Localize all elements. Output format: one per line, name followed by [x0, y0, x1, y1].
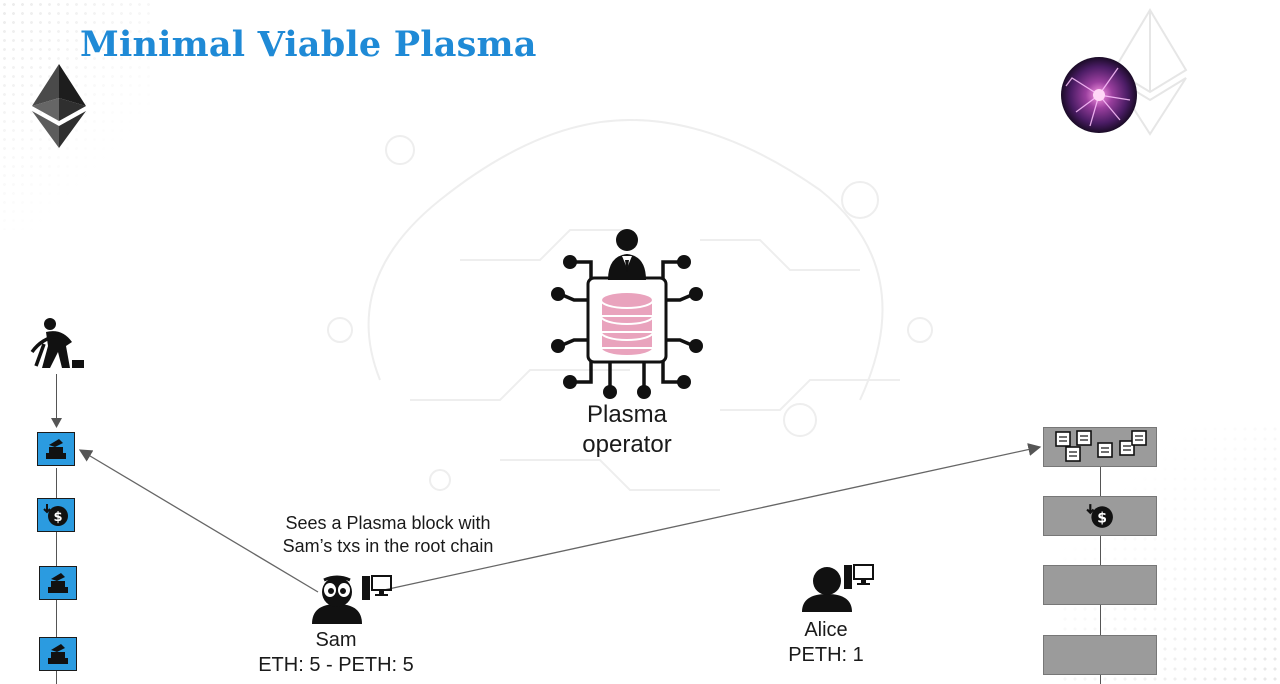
- sam-label: Sam ETH: 5 - PETH: 5: [236, 628, 436, 678]
- annotation-text: Sees a Plasma block with Sam’s txs in th…: [238, 512, 538, 557]
- ethereum-logo-icon: [32, 64, 86, 148]
- plasma-block-1[interactable]: [1043, 427, 1157, 467]
- decorative-dots-top-left: [0, 0, 150, 230]
- operator-label-line1: Plasma: [586, 401, 668, 428]
- root-block-2[interactable]: $: [37, 498, 75, 532]
- miner-icon: [30, 318, 84, 368]
- alice-name: Alice: [804, 619, 848, 641]
- transactions-stack-icon: [1055, 430, 1147, 462]
- annotation-line2: Sam’s txs in the root chain: [282, 535, 494, 556]
- root-block-1[interactable]: [37, 432, 75, 466]
- plasma-block-3[interactable]: [1043, 565, 1157, 605]
- plasma-block-2[interactable]: $: [1043, 496, 1157, 536]
- miner-arrowhead: [51, 418, 62, 428]
- plasma-ball-icon: [1061, 57, 1137, 133]
- svg-text:$: $: [1097, 510, 1107, 526]
- sam-name: Sam: [315, 629, 357, 651]
- operator-label: Plasma operator: [552, 400, 702, 460]
- miner-block-icon: [48, 644, 68, 664]
- plasma-operator-icon: [551, 229, 703, 399]
- annotation-line1: Sees a Plasma block with: [285, 513, 491, 533]
- operator-label-line2: operator: [582, 431, 672, 458]
- svg-text:$: $: [53, 510, 62, 525]
- alice-avatar-icon: [802, 567, 852, 612]
- miner-to-chain-line: [56, 374, 57, 422]
- miner-block-icon: [48, 573, 68, 593]
- plasma-block-4[interactable]: [1043, 635, 1157, 675]
- slide-title: Minimal Viable Plasma: [80, 24, 537, 65]
- deposit-coin-icon: $: [1086, 504, 1113, 528]
- root-block-3[interactable]: [39, 566, 77, 600]
- sam-avatar-icon: [312, 575, 362, 624]
- miner-block-icon: [46, 439, 66, 459]
- sam-computer-icon: [362, 575, 392, 600]
- alice-label: Alice PETH: 1: [746, 618, 906, 668]
- root-block-4[interactable]: [39, 637, 77, 671]
- alice-balance: PETH: 1: [788, 644, 864, 666]
- sam-balance: ETH: 5 - PETH: 5: [258, 654, 414, 676]
- deposit-coin-icon: $: [43, 504, 68, 526]
- alice-computer-icon: [844, 564, 874, 589]
